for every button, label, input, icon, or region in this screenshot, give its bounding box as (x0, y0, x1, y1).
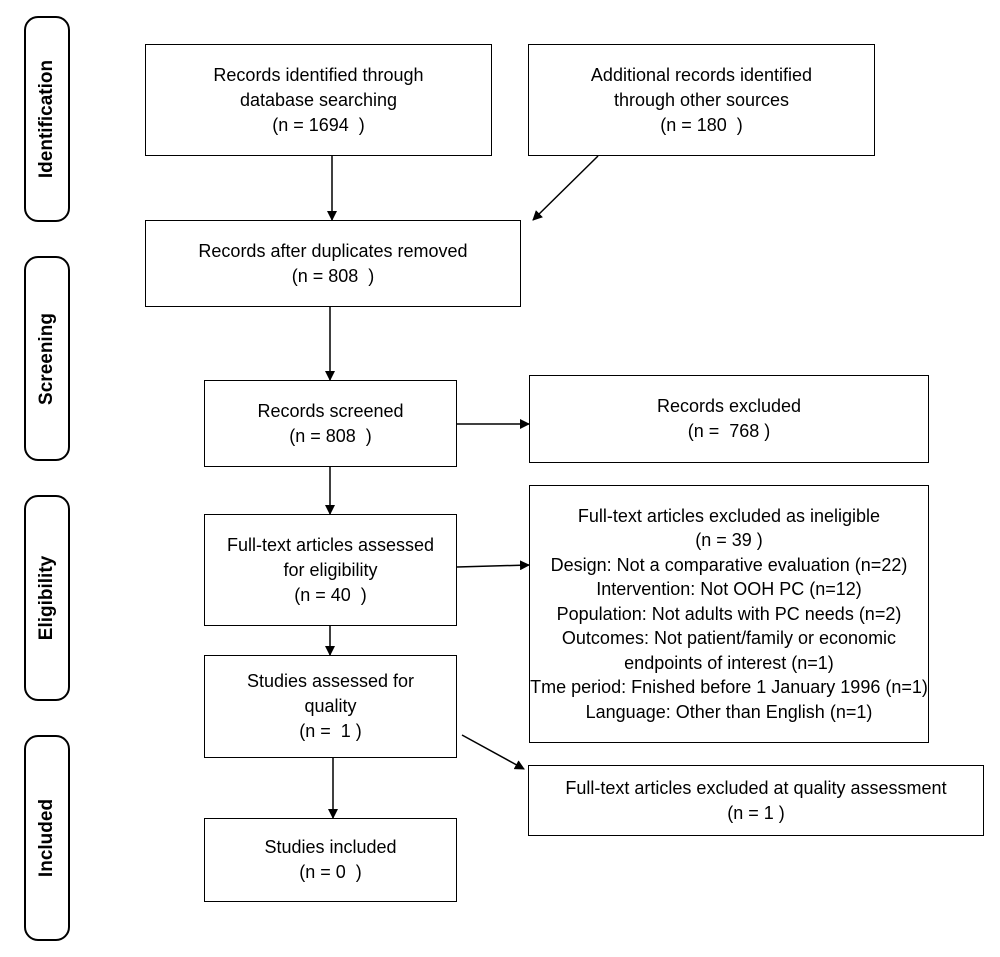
box-database-searching: Records identified through database sear… (145, 44, 492, 156)
box-line: endpoints of interest (n=1) (624, 652, 834, 673)
box-duplicates-removed: Records after duplicates removed (n = 80… (145, 220, 521, 307)
box-quality-excluded: Full-text articles excluded at quality a… (528, 765, 984, 836)
box-records-screened: Records screened (n = 808 ) (204, 380, 457, 467)
box-line: through other sources (613, 89, 790, 110)
box-quality-assessed: Studies assessed for quality (n = 1 ) (204, 655, 457, 758)
box-line: Records after duplicates removed (198, 240, 468, 261)
box-records-excluded: Records excluded (n = 768 ) (529, 375, 929, 463)
stage-identification: Identification (24, 16, 70, 222)
box-line: Language: Other than English (n=1) (585, 701, 873, 722)
box-line: (n = 39 ) (695, 530, 763, 551)
box-line: (n = 808 ) (291, 265, 375, 286)
box-line: (n = 0 ) (299, 862, 362, 882)
box-line: (n = 808 ) (289, 425, 372, 446)
box-line: (n = 40 ) (294, 584, 367, 605)
box-line: Studies assessed for (246, 671, 415, 691)
box-line: Records excluded (656, 396, 802, 416)
box-line: Population: Not adults with PC needs (n=… (556, 603, 902, 624)
stage-eligibility: Eligibility (24, 495, 70, 701)
box-line: Records identified through (213, 64, 424, 85)
box-fulltext-assessed: Full-text articles assessed for eligibil… (204, 514, 457, 626)
box-line: database searching (239, 89, 398, 110)
arrow-fulltext-to-excluded (456, 560, 530, 571)
arrow-quality-to-excluded (461, 734, 525, 770)
box-line: Full-text articles excluded at quality a… (565, 777, 947, 798)
box-line: (n = 1 ) (727, 802, 785, 823)
box-line: quality (304, 696, 357, 716)
box-line: Studies included (264, 837, 397, 857)
box-line: Records screened (257, 400, 404, 421)
box-line: Additional records identified (590, 64, 813, 85)
box-line: Full-text articles assessed (226, 534, 435, 555)
box-line: Tme period: Fnished before 1 January 199… (530, 677, 928, 698)
box-fulltext-excluded: Full-text articles excluded as ineligibl… (529, 485, 929, 743)
box-line: (n = 180 ) (660, 114, 743, 135)
box-line: for eligibility (283, 559, 378, 580)
box-line: (n = 1 ) (299, 721, 362, 741)
stage-screening: Screening (24, 256, 70, 461)
box-line: Intervention: Not OOH PC (n=12) (596, 579, 862, 600)
box-studies-included: Studies included (n = 0 ) (204, 818, 457, 902)
box-line: Design: Not a comparative evaluation (n=… (550, 554, 908, 575)
box-line: Full-text articles excluded as ineligibl… (577, 505, 881, 526)
box-line: Outcomes: Not patient/family or economic (561, 628, 897, 649)
box-line: (n = 768 ) (687, 421, 771, 441)
box-line: (n = 1694 ) (272, 114, 365, 135)
stage-included: Included (24, 735, 70, 941)
box-other-sources: Additional records identified through ot… (528, 44, 875, 156)
arrow-other-to-duplicates (532, 155, 599, 221)
